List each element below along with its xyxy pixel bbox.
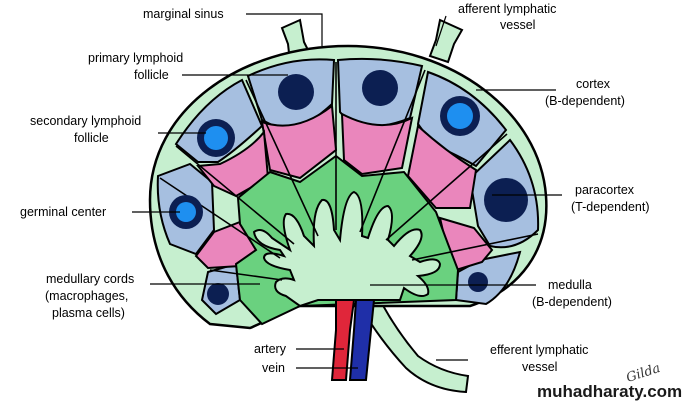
secondary-follicle — [197, 96, 480, 157]
svg-text:primary lymphoid: primary lymphoid — [88, 51, 183, 65]
label-vein: vein — [262, 361, 285, 375]
svg-text:cortex: cortex — [576, 77, 611, 91]
label-marginal-sinus: marginal sinus — [143, 7, 224, 21]
artery — [330, 299, 356, 381]
svg-text:vessel: vessel — [500, 18, 535, 32]
svg-text:medulla: medulla — [548, 278, 592, 292]
label-cortex: cortex (B-dependent) — [545, 77, 625, 108]
svg-text:(T-dependent): (T-dependent) — [571, 200, 650, 214]
germinal-center — [169, 195, 203, 229]
vein — [348, 299, 376, 381]
afferent-vessel-right — [428, 18, 464, 64]
svg-text:follicle: follicle — [134, 68, 169, 82]
svg-text:medullary cords: medullary cords — [46, 272, 134, 286]
svg-text:follicle: follicle — [74, 131, 109, 145]
trabeculae — [159, 62, 539, 281]
svg-text:paracortex: paracortex — [575, 183, 635, 197]
svg-text:(macrophages,: (macrophages, — [45, 289, 128, 303]
leader-lines — [132, 13, 562, 369]
label-secondary-follicle: secondary lymphoid follicle — [30, 114, 141, 145]
svg-text:(B-dependent): (B-dependent) — [545, 94, 625, 108]
label-medullary-cords: medullary cords (macrophages, plasma cel… — [45, 272, 134, 320]
svg-text:secondary lymphoid: secondary lymphoid — [30, 114, 141, 128]
label-medulla: medulla (B-dependent) — [532, 278, 612, 309]
label-paracortex: paracortex (T-dependent) — [571, 183, 650, 214]
watermark-text: muhadharaty.com — [537, 382, 682, 401]
label-afferent-vessel: afferent lymphatic vessel — [458, 2, 556, 32]
svg-text:afferent lymphatic: afferent lymphatic — [458, 2, 556, 16]
svg-text:vessel: vessel — [522, 360, 557, 374]
primary-follicle — [207, 70, 528, 305]
efferent-vessel — [358, 298, 470, 394]
label-efferent-vessel: efferent lymphatic vessel — [490, 343, 588, 374]
label-germinal-center: germinal center — [20, 205, 106, 219]
svg-text:(B-dependent): (B-dependent) — [532, 295, 612, 309]
svg-text:plasma cells): plasma cells) — [52, 306, 125, 320]
svg-text:efferent lymphatic: efferent lymphatic — [490, 343, 588, 357]
label-primary-follicle: primary lymphoid follicle — [88, 51, 183, 82]
label-artery: artery — [254, 342, 287, 356]
